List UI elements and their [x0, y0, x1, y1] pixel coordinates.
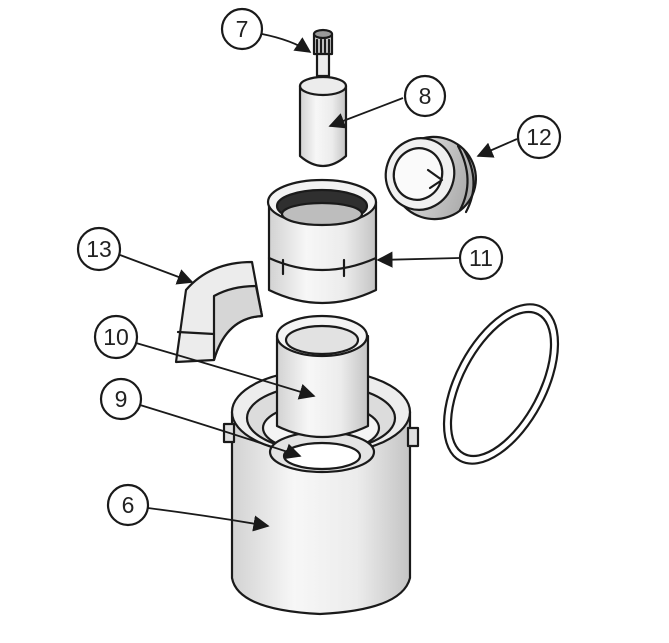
- leader-8: [328, 97, 404, 129]
- gasket-part: [442, 303, 560, 465]
- svg-text:12: 12: [526, 124, 552, 150]
- tube-part: [298, 75, 348, 168]
- svg-text:8: 8: [419, 83, 432, 109]
- screw-part: [312, 28, 334, 78]
- svg-text:13: 13: [86, 236, 112, 262]
- leader-6: [147, 507, 270, 532]
- callout-9: 9: [99, 377, 143, 421]
- callout-10: 10: [93, 314, 139, 360]
- svg-text:10: 10: [103, 324, 129, 350]
- callout-13: 13: [76, 226, 122, 272]
- svg-text:9: 9: [115, 386, 128, 412]
- callout-7: 7: [220, 7, 264, 51]
- leader-13: [119, 254, 194, 285]
- callout-8: 8: [403, 74, 447, 118]
- cap-part: [384, 135, 478, 221]
- leader-9: [139, 404, 302, 460]
- callout-11: 11: [458, 235, 504, 281]
- collar-part: [266, 178, 378, 304]
- callout-6: 6: [106, 483, 150, 527]
- leader-lines: [119, 33, 518, 532]
- leader-12: [476, 138, 518, 158]
- leader-11: [376, 251, 460, 268]
- leader-10: [135, 342, 316, 400]
- svg-text:11: 11: [469, 245, 493, 271]
- elbow-part: [174, 260, 264, 364]
- svg-text:7: 7: [236, 16, 249, 42]
- leader-7: [261, 33, 312, 53]
- inner-tube-part: [275, 314, 370, 439]
- callout-12: 12: [516, 114, 562, 160]
- svg-text:6: 6: [122, 492, 135, 518]
